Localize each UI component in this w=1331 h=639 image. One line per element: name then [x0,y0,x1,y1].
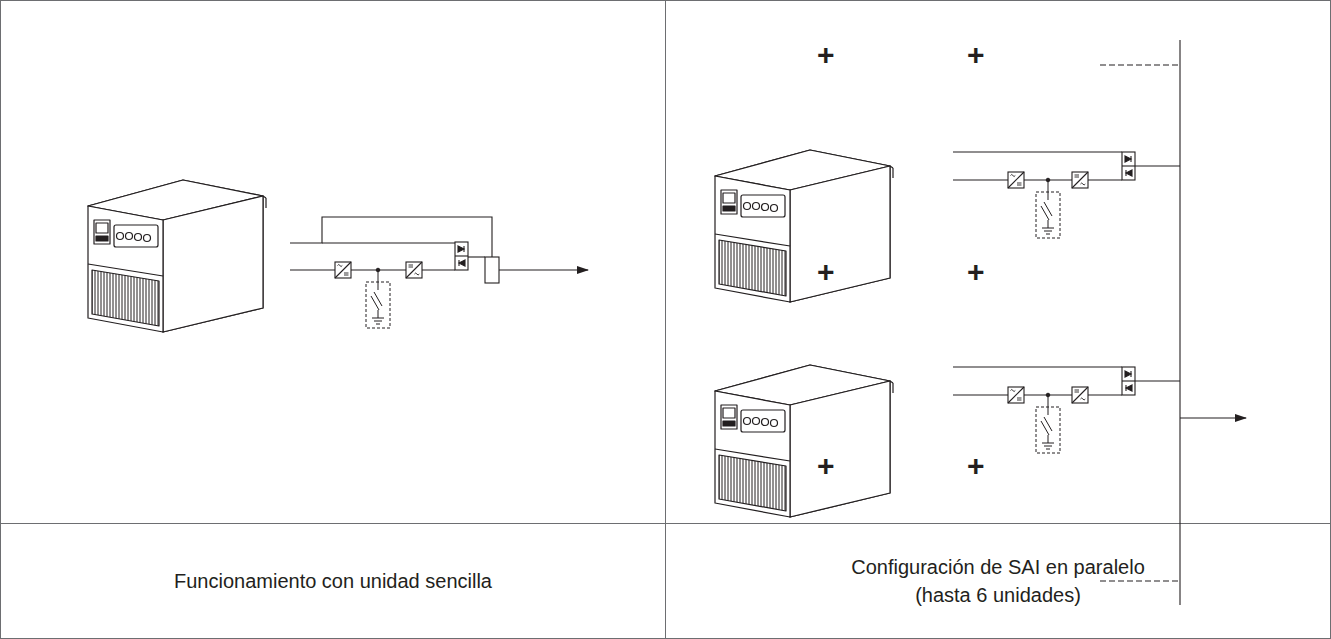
plus-sign: + [967,40,985,70]
plus-sign: + [817,40,835,70]
plus-sign: + [817,451,835,481]
plus-sign: + [817,257,835,287]
plus-sign: + [967,451,985,481]
plus-sign: + [967,257,985,287]
table-caption: Funcionamiento con unidad sencilla [33,567,633,595]
table-caption: Configuración de SAI en paralelo (hasta … [838,553,1158,609]
